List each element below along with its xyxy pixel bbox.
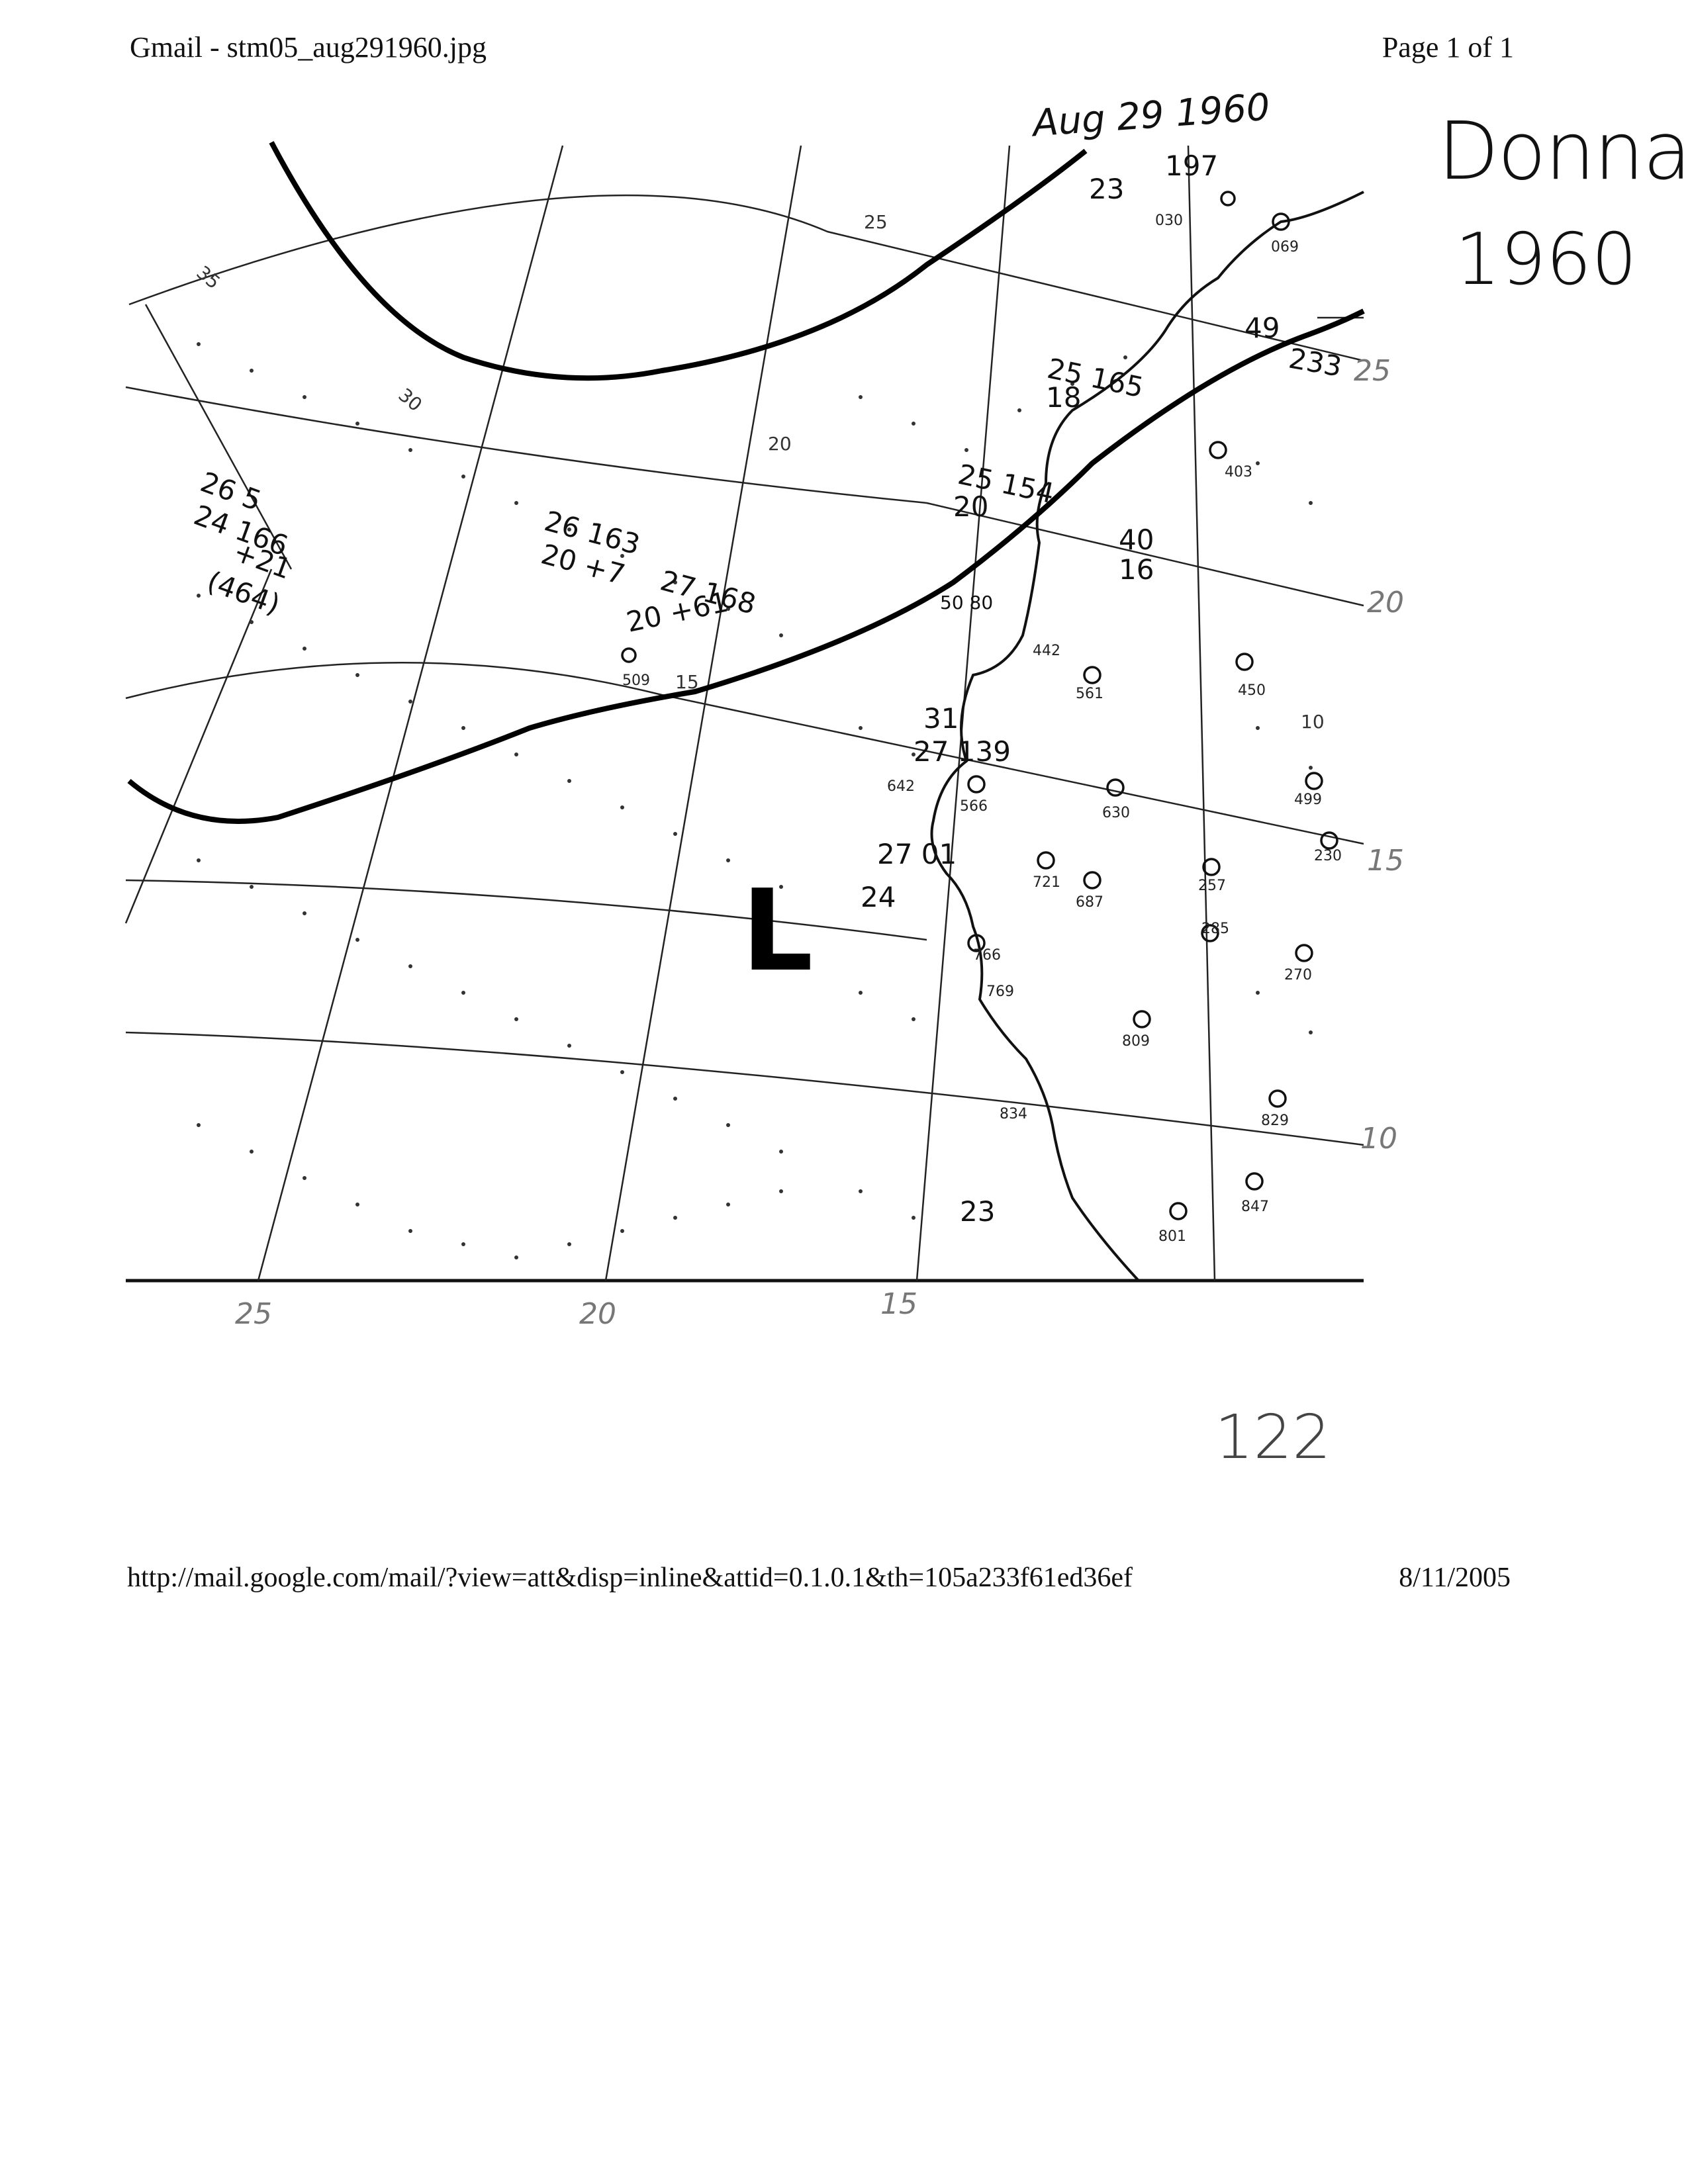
svg-text:834: 834 [1000,1106,1027,1122]
footer-date: 8/11/2005 [1399,1563,1511,1593]
svg-text:10: 10 [1360,1122,1397,1156]
handwritten-page-number: 122 [1215,1402,1331,1473]
svg-text:766: 766 [973,947,1001,964]
latitude-labels-inside: 35 30 25 20 15 10 [193,211,1325,733]
svg-text:801: 801 [1158,1228,1186,1245]
svg-text:27 139: 27 139 [914,735,1011,768]
svg-text:233: 233 [1286,342,1344,383]
svg-text:50 80: 50 80 [940,592,993,614]
coastline [930,191,1364,1282]
svg-text:10: 10 [1301,711,1325,733]
svg-text:25: 25 [864,211,888,233]
svg-text:49: 49 [1244,312,1280,344]
svg-text:230: 230 [1314,848,1342,864]
svg-text:566: 566 [960,798,988,815]
svg-text:403: 403 [1225,464,1252,480]
svg-text:509: 509 [622,672,650,689]
front-upper [269,141,1088,381]
svg-text:23: 23 [1089,173,1124,205]
svg-text:20: 20 [1367,586,1404,619]
header-title: Gmail - stm05_aug291960.jpg [130,31,487,64]
front-lower [127,308,1365,824]
svg-text:18: 18 [1046,381,1081,414]
station-ids: 069 285 403 450 499 230 630 561 442 566 642 721… [622,212,1342,1245]
svg-text:35: 35 [193,261,225,293]
svg-text:809: 809 [1122,1033,1150,1050]
svg-text:561: 561 [1076,686,1103,702]
svg-text:23: 23 [960,1195,995,1228]
svg-text:16: 16 [1119,553,1154,586]
latitude-labels-right: 25 20 15 10 [1354,354,1404,1156]
station-label-285: 285 [1201,921,1229,937]
footer-url: http://mail.google.com/mail/?view=att&di… [127,1563,1133,1593]
svg-text:20: 20 [768,433,792,455]
svg-text:25: 25 [235,1297,272,1331]
svg-text:642: 642 [887,778,915,795]
svg-text:847: 847 [1241,1199,1269,1215]
meridian-lines [124,145,1364,1281]
svg-text:15: 15 [675,671,699,693]
svg-text:257: 257 [1198,878,1226,894]
svg-text:450: 450 [1238,682,1266,699]
svg-text:27 01: 27 01 [877,838,957,870]
svg-text:721: 721 [1033,874,1060,891]
station-circles [621,191,1338,1220]
svg-text:197: 197 [1165,150,1218,182]
plot-values: 26 5 24 166 +21 (464) 26 163 20 +7 27 16… [190,150,1344,1228]
svg-text:15: 15 [1367,844,1404,878]
svg-text:15: 15 [880,1287,917,1321]
parallel-lines [125,194,1364,1146]
svg-text:270: 270 [1284,967,1312,983]
svg-text:40: 40 [1119,523,1154,556]
svg-text:20: 20 [953,490,988,523]
low-pressure-symbol: L [741,866,813,997]
svg-text:030: 030 [1155,212,1183,229]
svg-text:630: 630 [1102,805,1130,821]
svg-text:442: 442 [1033,643,1060,659]
svg-text:499: 499 [1294,792,1322,808]
svg-text:31: 31 [923,702,959,735]
svg-text:20: 20 [579,1297,616,1331]
handwritten-storm-name: Donna [1438,106,1688,198]
grid-dots [197,342,1313,1259]
svg-text:24: 24 [861,881,896,913]
svg-text:769: 769 [986,983,1014,1000]
svg-text:829: 829 [1261,1113,1289,1129]
longitude-labels: 25 20 15 [235,1287,917,1331]
svg-text:25: 25 [1354,354,1391,388]
svg-text:687: 687 [1076,894,1103,911]
handwritten-year: 1960 [1455,218,1637,301]
svg-text:30: 30 [395,384,427,416]
header-page-count: Page 1 of 1 [1382,31,1514,64]
svg-text:069: 069 [1271,239,1299,255]
